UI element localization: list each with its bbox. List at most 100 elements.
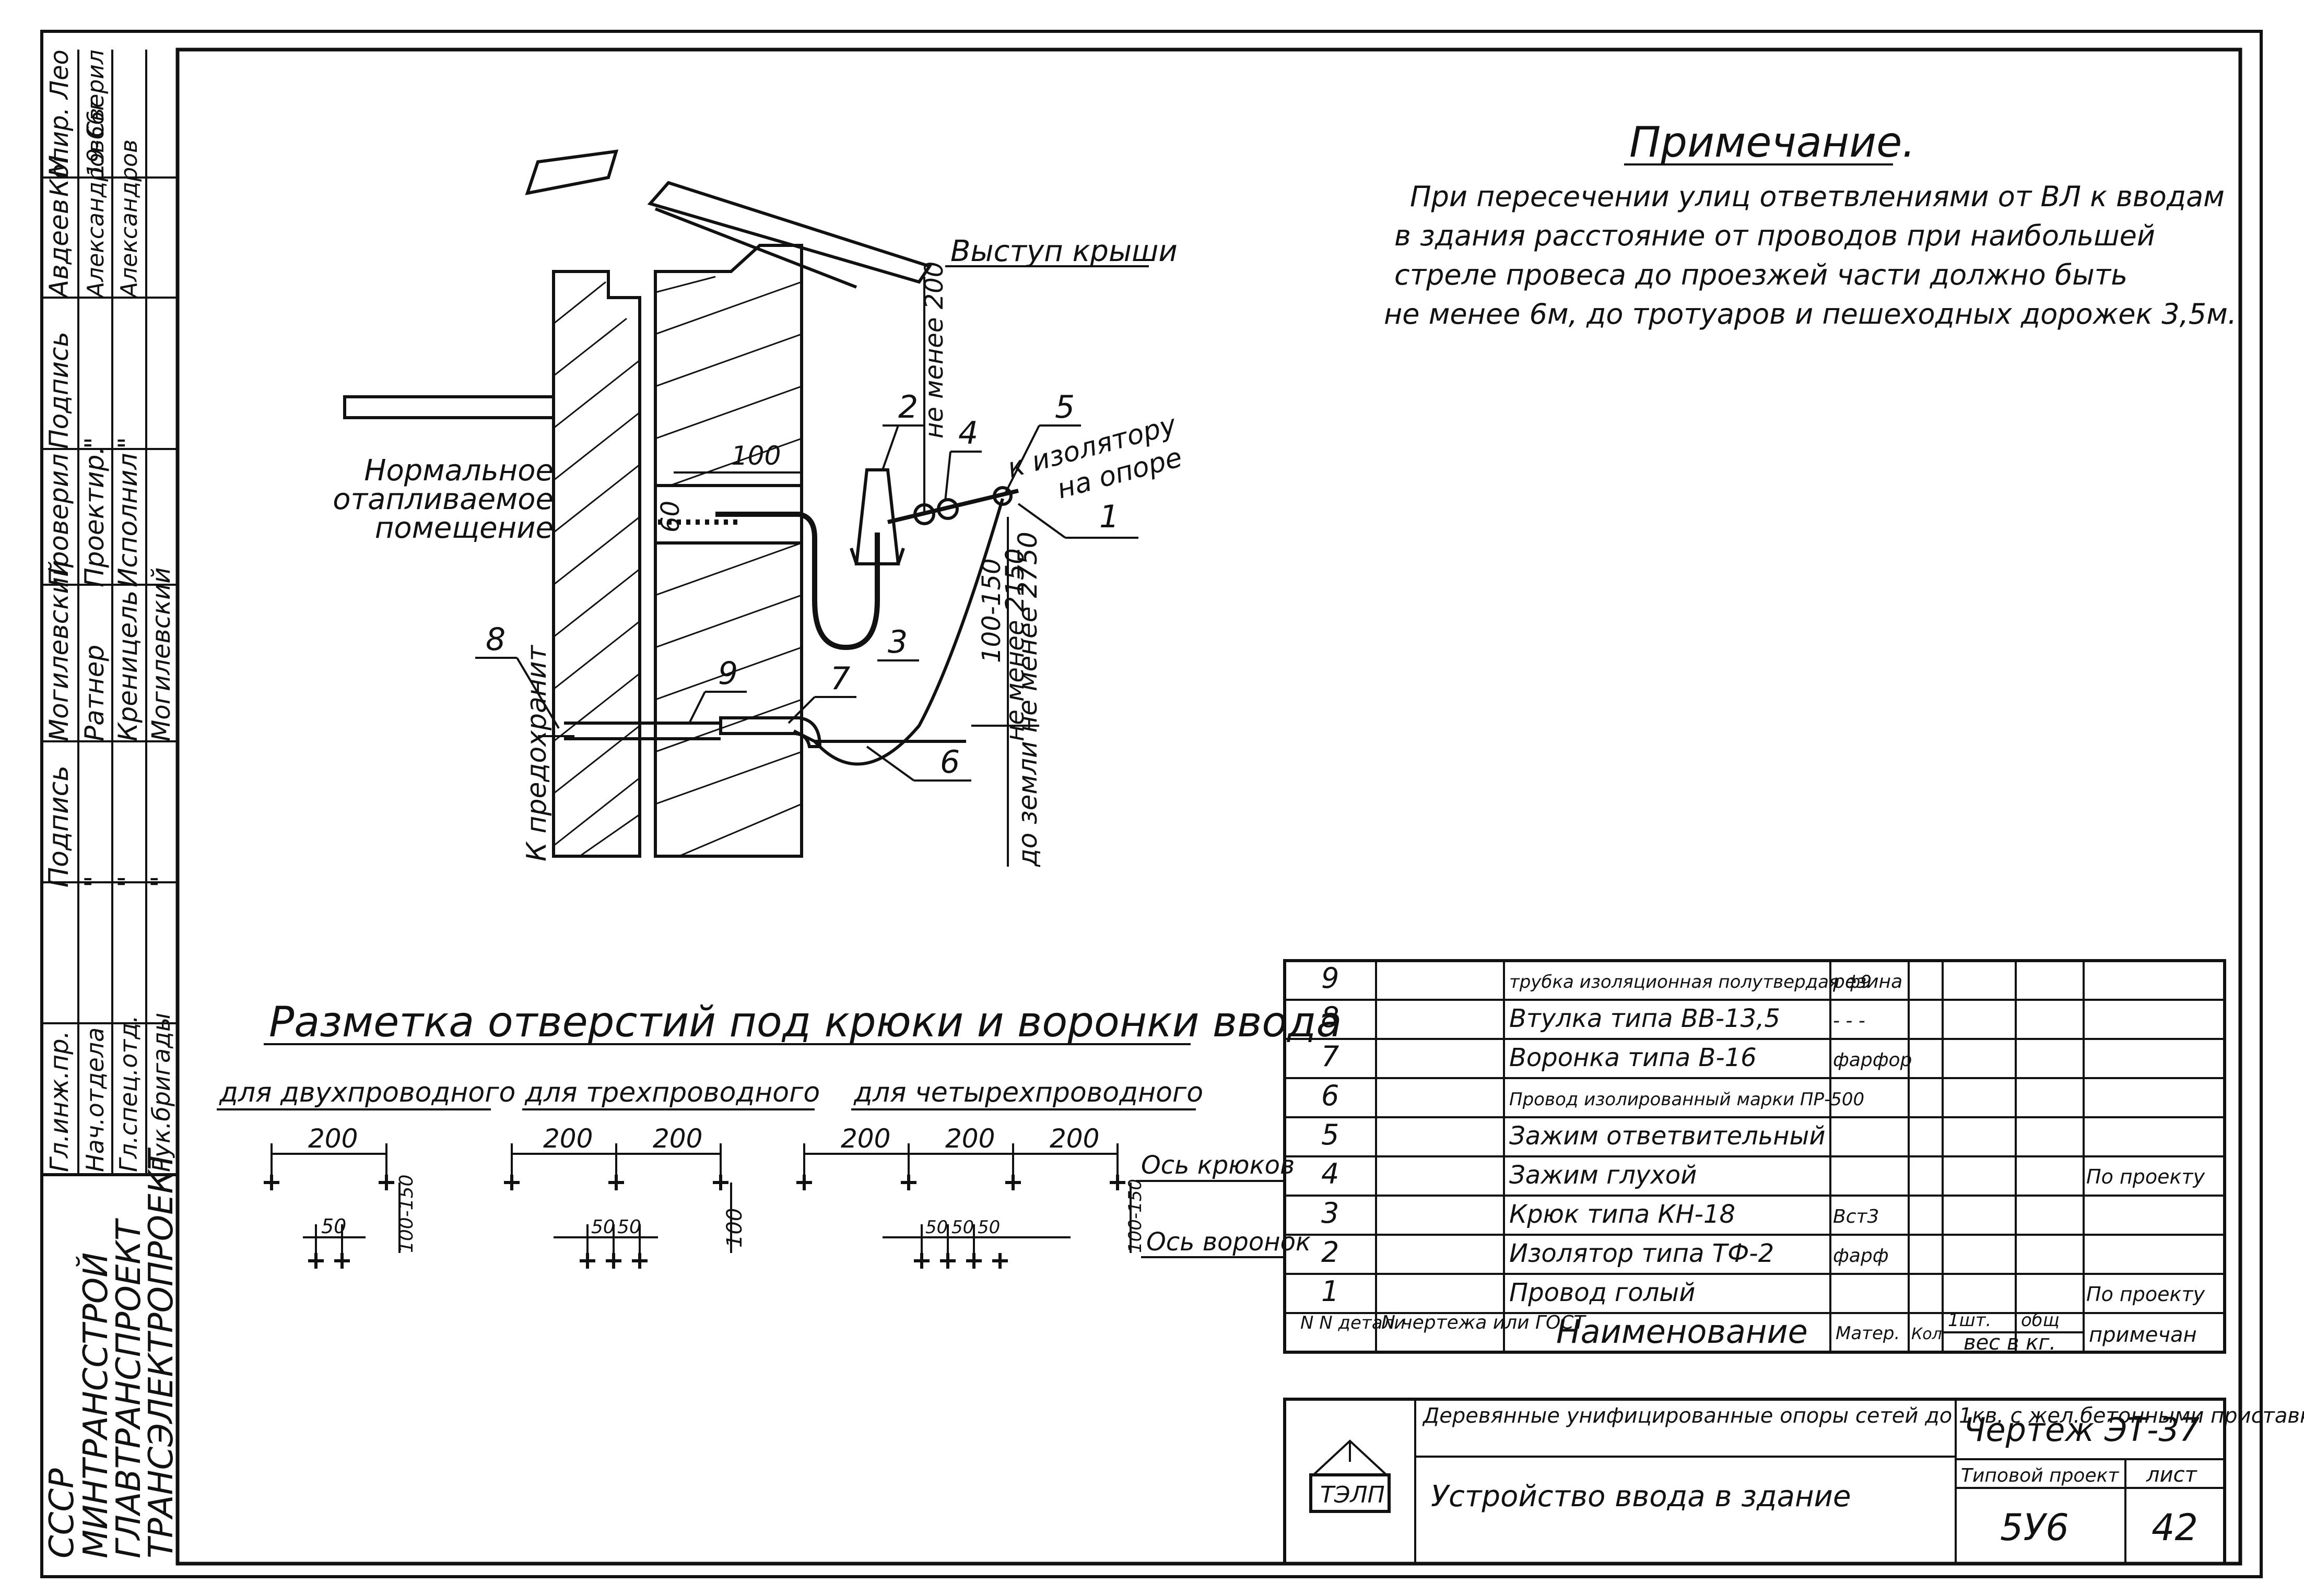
marking-two-100150: 100-150 bbox=[396, 1175, 417, 1253]
stamp-mark-2: Александров bbox=[83, 139, 109, 299]
spec-row-number: 6 bbox=[1321, 1079, 1339, 1112]
label-room-1: Нормальное bbox=[364, 454, 554, 488]
stamp-name: Могилевский bbox=[44, 560, 74, 741]
marking-two: 200 50 100-150 bbox=[264, 1124, 417, 1269]
title-sheet: 42 bbox=[2152, 1506, 2198, 1549]
spec-row-name: Зажим глухой bbox=[1509, 1161, 1697, 1190]
marking-four-100150: 100-150 bbox=[1125, 1179, 1146, 1253]
spec-header-mat: Матер. bbox=[1836, 1323, 1900, 1344]
marking-three-50a: 50 bbox=[591, 1216, 615, 1238]
marking-axis-hooks: Ось крюков bbox=[1141, 1151, 1295, 1180]
callout-8: 8 bbox=[486, 621, 506, 658]
spec-row-number: 9 bbox=[1321, 962, 1339, 995]
marking-three-wire: для трехпроводного bbox=[524, 1077, 820, 1108]
spec-row-number: 4 bbox=[1321, 1157, 1339, 1190]
floor-slab bbox=[343, 395, 555, 419]
spec-row-name: Провод изолированный марки ПР-500 bbox=[1509, 1089, 1864, 1110]
spec-row-number: 8 bbox=[1321, 1001, 1339, 1034]
note-line-2: в здания расстояние от проводов при наиб… bbox=[1394, 219, 2155, 252]
spec-header-drawing: N чертежа или ГОСТ bbox=[1381, 1312, 1586, 1333]
stamp-sign-3: " bbox=[113, 876, 143, 888]
stamp-date: 19-66г bbox=[83, 98, 109, 178]
marking-three-100: 100 bbox=[723, 1208, 747, 1248]
stamp-sign2-3: " bbox=[113, 437, 143, 449]
spec-row-name: Воронка типа В-16 bbox=[1509, 1043, 1757, 1072]
marking-four: 200 200 200 50 50 50 100-150 bbox=[796, 1124, 1146, 1269]
stamp-role-3: Гл.спец.отд. bbox=[114, 1015, 143, 1172]
wires bbox=[538, 486, 1019, 766]
marking-four-200c: 200 bbox=[1050, 1124, 1099, 1154]
spec-row-name: Изолятор типа ТФ-2 bbox=[1509, 1239, 1774, 1268]
spec-row-number: 3 bbox=[1321, 1197, 1339, 1229]
specification-table bbox=[1283, 959, 2226, 1354]
roof-overhang bbox=[525, 149, 932, 289]
label-fuse: К предохранит bbox=[521, 644, 553, 861]
marking-three-200b: 200 bbox=[653, 1124, 702, 1154]
callout-2: 2 bbox=[898, 389, 918, 425]
callouts: 1 2 3 4 5 6 7 8 9 bbox=[475, 389, 1138, 782]
marking-four-200a: 200 bbox=[841, 1124, 890, 1154]
stamp-copy: Копир. Лео bbox=[45, 50, 74, 197]
callout-5: 5 bbox=[1055, 389, 1075, 425]
title-block: ТЭЛП Деревянные унифицированные опоры се… bbox=[1283, 1398, 2304, 1565]
wall-left bbox=[552, 270, 641, 858]
spec-row-note: По проекту bbox=[2086, 1165, 2205, 1188]
marking-four-50b: 50 bbox=[951, 1217, 974, 1238]
title-project: 5У6 bbox=[2000, 1506, 2069, 1549]
spec-row-material: фарф bbox=[1833, 1245, 1888, 1267]
stamp-sign2-2: " bbox=[79, 437, 110, 449]
stamp-name-4: Могилевский bbox=[147, 568, 176, 741]
spec-row-material: - - - bbox=[1833, 1010, 1865, 1032]
spec-header-qty: Кол bbox=[1911, 1325, 1942, 1343]
dim-min200: не менее 200 bbox=[920, 262, 949, 439]
label-roof: Выступ крыши bbox=[950, 234, 1178, 268]
stamp-check-label: Проверил bbox=[44, 454, 74, 587]
marking-title: Разметка отверстий под крюки и воронки в… bbox=[269, 998, 1342, 1046]
stamp-mark-3: Александров bbox=[116, 139, 143, 299]
spec-row-number: 7 bbox=[1321, 1040, 1339, 1073]
hole-marking: Разметка отверстий под крюки и воронки в… bbox=[217, 998, 1342, 1269]
logo-text: ТЭЛП bbox=[1320, 1482, 1385, 1508]
stamp-role: Гл.инж.пр. bbox=[45, 1031, 74, 1172]
marking-four-50a: 50 bbox=[925, 1217, 948, 1238]
note-title: Примечание. bbox=[1629, 118, 1915, 167]
stamp-mark: Авдеев bbox=[44, 199, 74, 299]
title-project-label: Типовой проект bbox=[1961, 1465, 2119, 1486]
callout-4: 4 bbox=[958, 415, 978, 452]
dim-100-150: 100-150 bbox=[977, 558, 1006, 663]
spec-row-material: фарфор bbox=[1833, 1049, 1912, 1071]
stamp-verified: Сверил bbox=[83, 50, 109, 137]
spec-row-name: Втулка типа ВВ-13,5 bbox=[1509, 1004, 1780, 1033]
label-room-3: помещение bbox=[375, 511, 554, 545]
marking-four-wire: для четырехпроводного bbox=[853, 1077, 1203, 1108]
stamp-check-3: Исполнил bbox=[113, 453, 143, 587]
spec-row-number: 2 bbox=[1321, 1236, 1339, 1269]
spec-header-total: общ bbox=[2021, 1310, 2060, 1331]
callout-1: 1 bbox=[1099, 499, 1119, 535]
dim-min2150: не менее 2150 bbox=[1001, 548, 1030, 741]
stamp-org-3: ГЛАВТРАНСПРОЕКТ bbox=[110, 1217, 148, 1558]
spec-row-note: По проекту bbox=[2086, 1283, 2205, 1306]
callout-9: 9 bbox=[718, 655, 738, 692]
spec-row-name: Крюк типа КН-18 bbox=[1509, 1200, 1735, 1229]
marking-three: 200 200 50 50 100 bbox=[504, 1124, 747, 1269]
marking-two-200: 200 bbox=[308, 1124, 358, 1154]
spec-row-material: резина bbox=[1832, 971, 1902, 992]
stamp-role-2: Нач.отдела bbox=[81, 1027, 109, 1172]
callout-3: 3 bbox=[888, 624, 908, 660]
label-room-2: отапливаемое bbox=[333, 482, 554, 516]
stamp-check-2: Проектир. bbox=[79, 446, 110, 587]
side-stamp: Подпись Могилевский Проверил Подпись Авд… bbox=[41, 50, 181, 1564]
stamp-role-4: Рук.бригады bbox=[147, 1013, 175, 1172]
note-line-3: стреле провеса до проезжей части должно … bbox=[1394, 258, 2127, 291]
stamp-org-4: ТРАНСЭЛЕКТРОПРОЕКТ bbox=[142, 1147, 181, 1558]
marking-two-50: 50 bbox=[321, 1215, 346, 1238]
marking-two-wire: для двухпроводного bbox=[219, 1077, 515, 1108]
title-series: Деревянные унифицированные опоры сетей д… bbox=[1422, 1404, 2304, 1428]
spec-header-n: N N детали bbox=[1300, 1313, 1405, 1333]
spec-header-weight: вес в кг. bbox=[1964, 1331, 2056, 1355]
stamp-m: М bbox=[44, 155, 74, 178]
stamp-sign-label: Подпись bbox=[43, 765, 75, 888]
spec-row-material: Вст3 bbox=[1833, 1206, 1879, 1227]
